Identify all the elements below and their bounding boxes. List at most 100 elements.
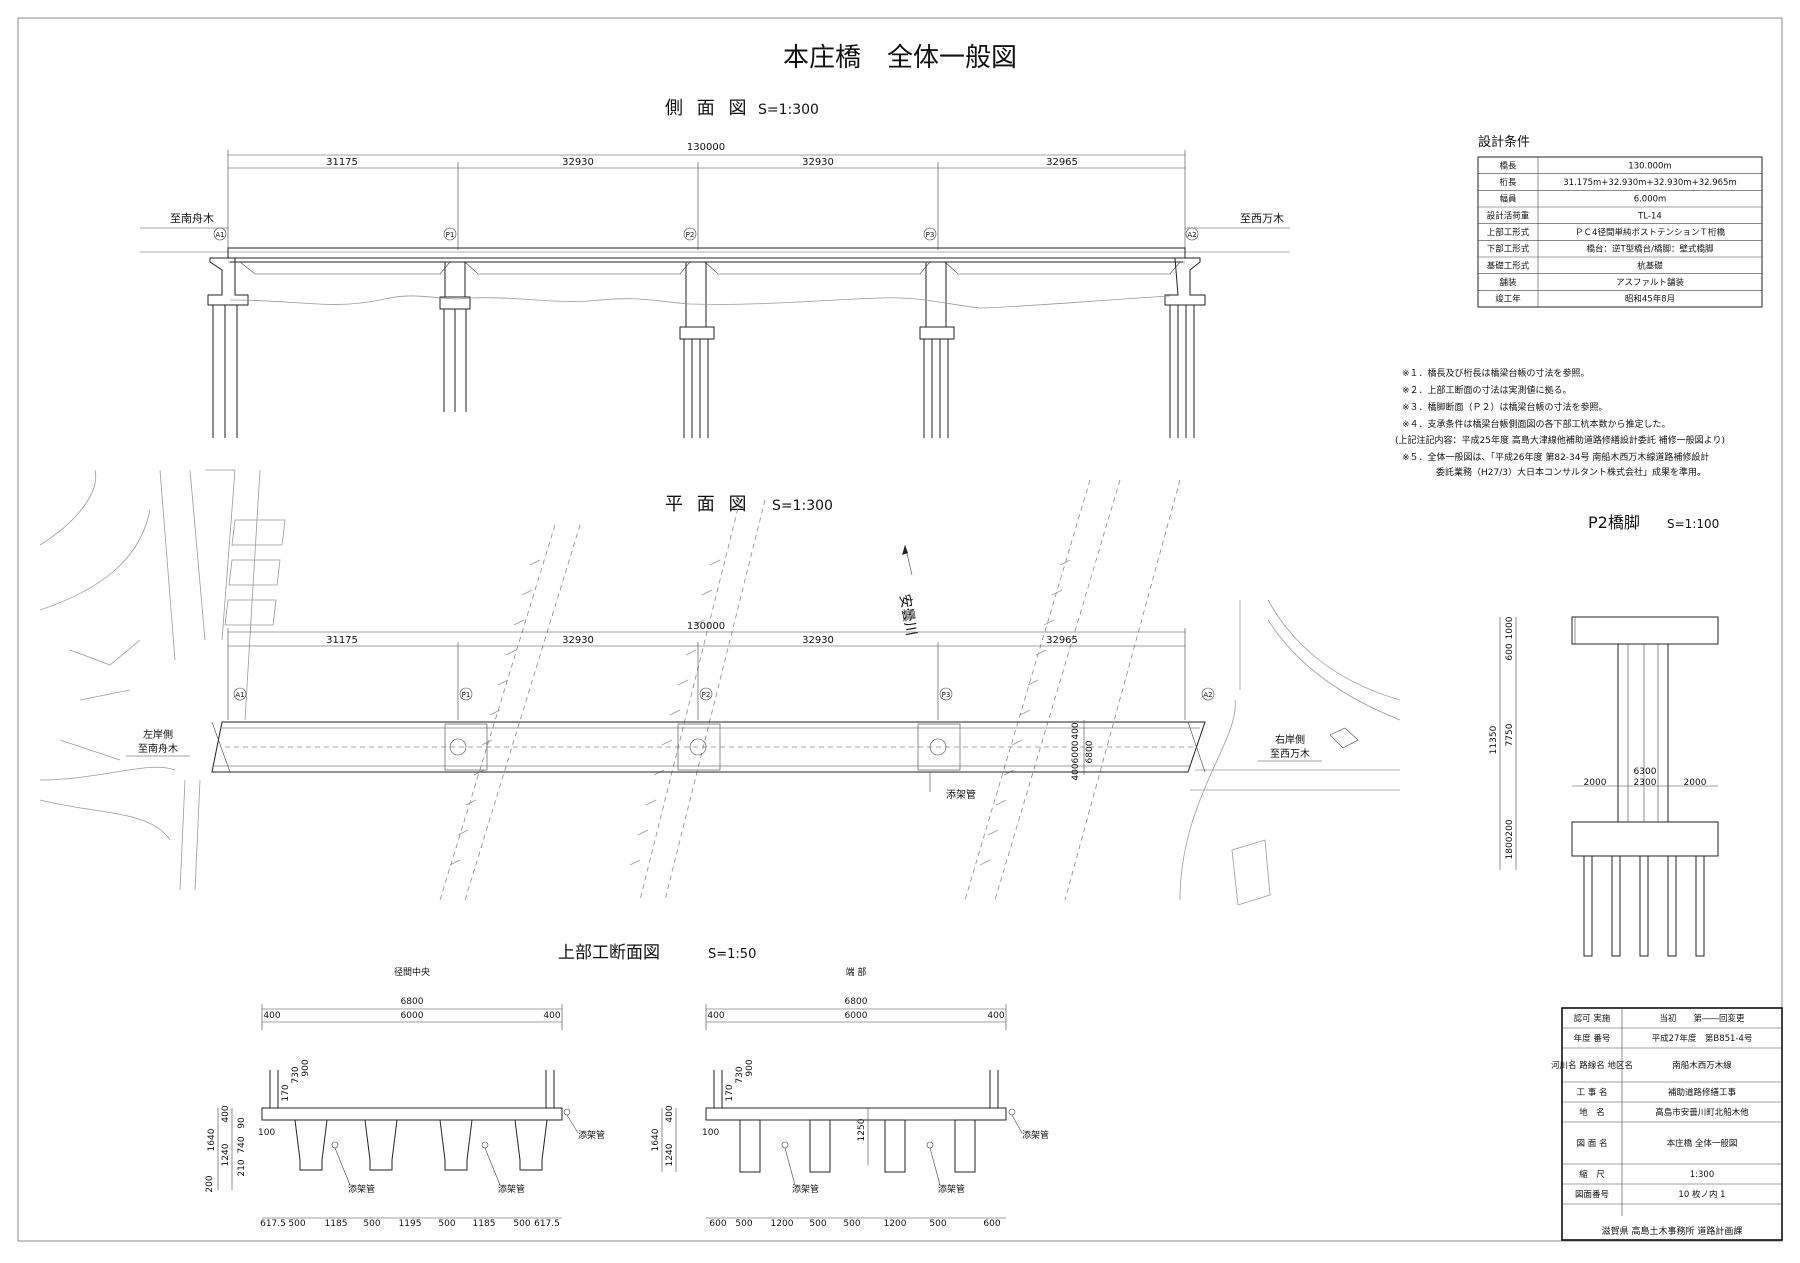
plan-span-4: 32965	[1046, 635, 1078, 646]
cross-mid-v-200: 200	[205, 1175, 215, 1192]
cross-mid-rail-170: 170	[281, 1084, 291, 1101]
design-value-8: 昭和45年8月	[1625, 294, 1675, 305]
cross-mid-pipe-3: 添架管	[578, 1129, 605, 1141]
design-value-0: 130.000m	[1628, 161, 1671, 171]
cross-mid-v-400: 400	[221, 1105, 231, 1122]
cross-mid-pipe-2: 添架管	[498, 1183, 525, 1195]
cross-mid-v-210: 210	[237, 1159, 247, 1176]
design-value-6: 杭基礎	[1637, 260, 1663, 271]
pier-dim-1800: 1800	[1505, 836, 1515, 859]
cross-end-b-2: 500	[735, 1219, 752, 1229]
title-block-key-0: 認可 実施	[1574, 1013, 1611, 1024]
cross-end-web: 100	[702, 1128, 719, 1138]
cross-end-label: 端 部	[846, 966, 867, 978]
cross-mid-v-90: 90	[237, 1117, 247, 1129]
support-A1: A1	[215, 231, 224, 239]
pier-dim-200: 200	[1505, 819, 1515, 836]
cross-end-b-8: 600	[983, 1219, 1000, 1229]
cross-mid-b-1: 617.5	[260, 1219, 286, 1229]
cross-end-edge-left: 400	[707, 1011, 724, 1021]
cross-mid-v-740: 740	[237, 1136, 247, 1153]
plan-support-P1: P1	[462, 691, 471, 699]
cross-mid-total: 6800	[401, 997, 424, 1007]
title-block-value-0: 当初 第――回変更	[1659, 1013, 1745, 1024]
design-value-4: ＰＣ4径間単純ポストテンションＴ桁橋	[1575, 227, 1725, 238]
pier-top-width: 6300	[1634, 767, 1657, 777]
cross-mid-b-5: 1195	[399, 1219, 422, 1229]
title-block-office: 滋賀県 高島土木事務所 道路計画課	[1602, 1225, 1743, 1237]
plan-width-6800: 6800	[1085, 740, 1095, 763]
cross-mid-v-1640: 1640	[207, 1128, 217, 1151]
support-P1: P1	[446, 231, 455, 239]
side-total-dim: 130000	[687, 142, 725, 153]
note-5: ※５．全体一般図は、「平成26年度 第82-34号 南船木西万木線道路補修設計	[1402, 451, 1709, 463]
cross-end-pipe-1: 添架管	[792, 1183, 819, 1195]
cross-mid-b-3: 1185	[325, 1219, 348, 1229]
plan-support-A2: A2	[1203, 691, 1212, 699]
cross-mid-v-1240: 1240	[221, 1143, 231, 1166]
cross-end-b-4: 500	[809, 1219, 826, 1229]
design-key-7: 舗装	[1499, 277, 1517, 288]
cross-mid-rail-730: 730	[291, 1066, 301, 1083]
plan-support-P3: P3	[942, 691, 951, 699]
cross-mid-b-7: 1185	[473, 1219, 496, 1229]
drawing-title: 本庄橋 全体一般図	[783, 43, 1017, 73]
right-bank-label: 右岸側	[1275, 733, 1305, 746]
design-key-1: 桁長	[1499, 177, 1517, 188]
design-key-8: 竣工年	[1495, 294, 1521, 305]
pier-dim-total: 11350	[1489, 725, 1499, 754]
cross-end-pipe-3: 添架管	[1022, 1129, 1049, 1141]
note-5-cont: 委託業務（H27/3）大日本コンサルタント株式会社」成果を準用。	[1436, 466, 1706, 478]
cross-mid-span: 径間中央 6800 6000 400 400 添架管 添架管	[205, 966, 605, 1229]
cross-end-b-7: 500	[929, 1219, 946, 1229]
plan-pipe-label: 添架管	[946, 788, 976, 801]
pier-dim-1000: 1000	[1505, 616, 1515, 639]
cross-end-edge-right: 400	[987, 1011, 1004, 1021]
note-1: ※１．橋長及び桁長は橋梁台帳の寸法を参照。	[1402, 367, 1590, 379]
cross-mid-edge-left: 400	[263, 1011, 280, 1021]
river-name: 安曇川	[896, 593, 919, 637]
cross-end-pipe-2: 添架管	[938, 1183, 965, 1195]
side-right-direction: 至西万木	[1240, 212, 1284, 225]
side-span-2: 32930	[562, 157, 594, 168]
plan-width-6000: 6000	[1071, 740, 1081, 763]
cross-mid-edge-right: 400	[543, 1011, 560, 1021]
title-block-value-3: 補助道路修繕工事	[1668, 1087, 1737, 1098]
title-block-value-1: 平成27年度 第B851-4号	[1652, 1033, 1753, 1044]
side-span-1: 31175	[326, 157, 358, 168]
title-block-key-7: 図面番号	[1575, 1189, 1609, 1200]
right-direction-label: 至西万木	[1270, 748, 1310, 760]
plan-span-1: 31175	[326, 635, 358, 646]
left-bank-label: 左岸側	[143, 728, 173, 741]
plan-view: 平 面 図 S=1:300 安曇川	[39, 469, 1401, 906]
cross-end-v-1250: 1250	[857, 1118, 867, 1141]
plan-width-400b: 400	[1071, 763, 1081, 780]
side-view-scale: S=1:300	[758, 102, 819, 118]
title-block-key-2: 河川名 路線名 地区名	[1551, 1060, 1633, 1071]
side-span-4: 32965	[1046, 157, 1078, 168]
plan-total-dim: 130000	[687, 621, 725, 632]
pier-width-2: 2300	[1634, 778, 1657, 788]
cross-end-b-5: 500	[843, 1219, 860, 1229]
note-source: (上記注記内容：平成25年度 高島大津線他補助道路修繕設計委託 補修一般図より)	[1395, 434, 1725, 446]
p2-pier-view: P2橋脚 S=1:100 1000 600 7750 200 1800 1135…	[1489, 513, 1719, 957]
design-value-2: 6.000m	[1634, 195, 1667, 205]
cross-mid-inner: 6000	[401, 1011, 424, 1021]
design-value-5: 橋台：逆T型橋台/橋脚：壁式橋脚	[1586, 244, 1713, 255]
cross-end-rail-170: 170	[725, 1084, 735, 1101]
cross-end-inner: 6000	[845, 1011, 868, 1021]
plan-view-title: 平 面 図	[665, 494, 750, 515]
design-value-1: 31.175m+32.930m+32.930m+32.965m	[1563, 178, 1736, 188]
pier-dim-600: 600	[1505, 643, 1515, 660]
side-deck	[227, 247, 1186, 259]
pier-title: P2橋脚	[1588, 513, 1640, 532]
cross-mid-label: 径間中央	[394, 966, 430, 978]
design-key-6: 基礎工形式	[1487, 260, 1530, 271]
cross-end-b-6: 1200	[884, 1219, 907, 1229]
sheet-border	[17, 17, 1783, 1242]
cross-end-rail-900: 900	[745, 1059, 755, 1076]
left-direction-label: 至南舟木	[138, 742, 178, 755]
